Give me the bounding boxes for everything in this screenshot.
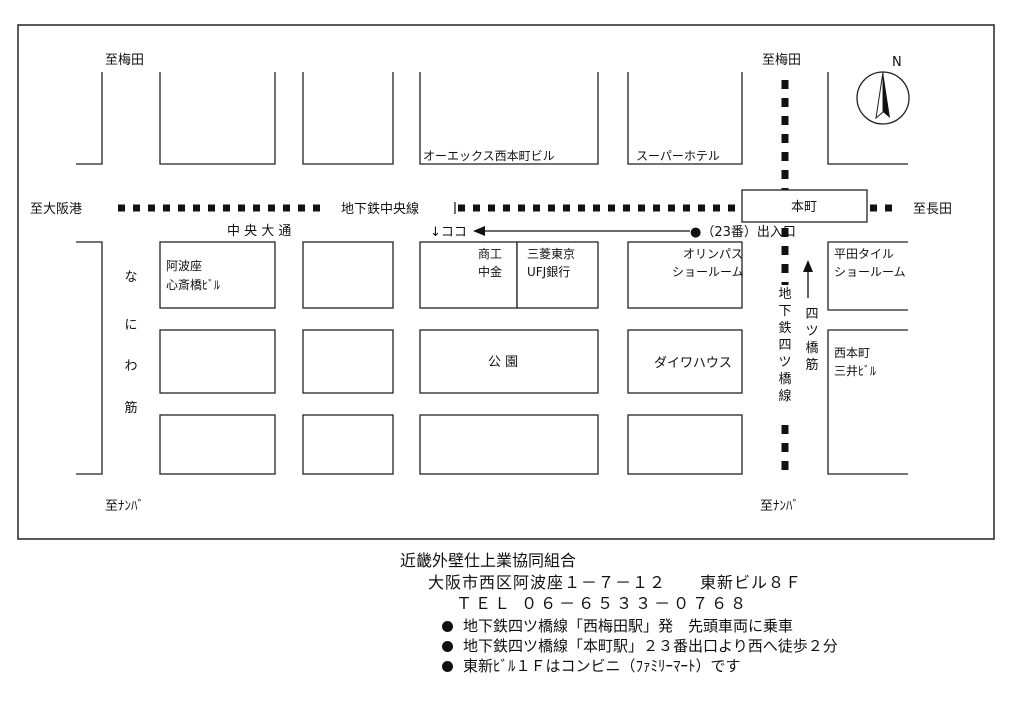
block-row1-col2: [302, 241, 394, 309]
block-daiwa: [627, 329, 743, 394]
svg-text:な: な: [124, 270, 137, 285]
super-hotel-label: スーパーホテル: [636, 149, 720, 163]
block-mitsui: [827, 329, 908, 475]
telephone: ＴＥＬ ０６－６５３３－０７６８: [456, 594, 750, 613]
block-row3-col3: [419, 414, 599, 475]
block-park: [419, 329, 599, 394]
svg-text:橋: 橋: [778, 372, 791, 387]
mitsui-building-label-2: 三井ﾋﾞﾙ: [834, 364, 876, 378]
contact-info: 近畿外壁仕上業協同組合 大阪市西区阿波座１－７－１２ 東新ビル８Ｆ ＴＥＬ ０６…: [400, 550, 1020, 676]
svg-text:地: 地: [778, 287, 791, 302]
mitsui-building-label-1: 西本町: [834, 346, 870, 360]
mufg-label-2: UFJ銀行: [527, 265, 570, 279]
to-nagata-label: 至長田: [913, 202, 952, 217]
block-row3-col2: [302, 414, 394, 475]
svg-text:四: 四: [778, 338, 791, 353]
block-hirata: [827, 241, 908, 311]
daiwa-house-label: ダイワハウス: [654, 356, 732, 371]
oax-building-label: オーエックス西本町ビル: [423, 149, 555, 163]
shoko-chukin-label-1: 商工: [478, 246, 502, 261]
bullet-icon: [442, 660, 453, 672]
naniwa-suji-edge: [76, 241, 103, 475]
north-compass-icon: [856, 71, 910, 125]
svg-text:筋: 筋: [805, 357, 818, 373]
yotsubashi-suji-label: 四 ツ 橋 筋: [805, 307, 818, 373]
to-namba-left-label: 至ﾅﾝﾊﾞ: [105, 499, 144, 514]
block-row3-col4: [627, 414, 743, 475]
access-note: 東新ﾋﾞﾙ１Ｆはコンビニ（ﾌｧﾐﾘｰﾏｰﾄ）です: [442, 656, 1020, 676]
awaza-building-label-2: 心斎橋ﾋﾞﾙ: [166, 277, 220, 292]
block-row3-col1: [159, 414, 276, 475]
north-blocks: [76, 72, 908, 165]
bullet-icon: [442, 640, 453, 652]
exit-23-label: ●（23番）出入口: [690, 225, 796, 240]
mufg-label-1: 三菱東京: [527, 247, 575, 261]
address: 大阪市西区阿波座１－７－１２ 東新ビル８Ｆ: [428, 573, 803, 592]
olympus-label-2: ショールーム: [672, 265, 744, 279]
honmachi-station-label: 本町: [791, 200, 817, 215]
yotsubashi-line-label: 地 下 鉄 四 ツ 橋 線: [778, 287, 791, 404]
block-olympus: [627, 241, 743, 309]
chuo-line-label: 地下鉄中央線: [341, 201, 419, 217]
svg-text:筋: 筋: [124, 400, 137, 416]
map-frame: [17, 24, 995, 540]
svg-text:に: に: [124, 318, 137, 333]
svg-text:橋: 橋: [805, 341, 818, 356]
olympus-label-1: オリンパス: [683, 247, 743, 261]
honmachi-station-box: [741, 189, 868, 223]
park-label: 公 園: [488, 355, 518, 370]
koko-marker: ↓ココ: [430, 225, 467, 240]
access-note: 地下鉄四ツ橋線「本町駅」２３番出口より西へ徒歩２分: [442, 636, 1020, 656]
access-notes: 地下鉄四ツ橋線「西梅田駅」発 先頭車両に乗車 地下鉄四ツ橋線「本町駅」２３番出口…: [400, 616, 1020, 676]
svg-text:線: 線: [778, 388, 791, 404]
north-label: N: [892, 55, 902, 70]
svg-text:ツ: ツ: [778, 355, 791, 370]
block-awaza: [159, 241, 276, 309]
arrow-head-icon: [473, 226, 485, 236]
block-row2-col1: [159, 329, 276, 394]
svg-text:鉄: 鉄: [778, 321, 791, 336]
awaza-building-label-1: 阿波座: [166, 258, 202, 273]
naniwa-suji-label: な に わ 筋: [124, 270, 137, 416]
shoko-chukin-label-2: 中金: [478, 264, 502, 279]
svg-text:下: 下: [778, 304, 791, 319]
svg-text:わ: わ: [124, 359, 137, 374]
chuo-odori-label: 中 央 大 通: [227, 224, 291, 239]
block-row2-col2: [302, 329, 394, 394]
to-umeda-right-label: 至梅田: [762, 53, 801, 68]
bullet-icon: [442, 620, 453, 632]
to-osakako-label: 至大阪港: [30, 202, 82, 217]
up-arrow-icon: [803, 260, 813, 272]
access-note: 地下鉄四ツ橋線「西梅田駅」発 先頭車両に乗車: [442, 616, 1020, 636]
organization-name: 近畿外壁仕上業協同組合: [400, 551, 577, 570]
hirata-tile-label-2: ショールーム: [834, 265, 906, 279]
block-mufg: [516, 241, 599, 309]
to-namba-right-label: 至ﾅﾝﾊﾞ: [760, 499, 799, 514]
svg-text:ツ: ツ: [805, 324, 818, 339]
block-shoko: [419, 241, 518, 309]
hirata-tile-label-1: 平田タイル: [834, 247, 894, 261]
svg-text:四: 四: [805, 307, 818, 322]
to-umeda-left-label: 至梅田: [105, 53, 144, 68]
